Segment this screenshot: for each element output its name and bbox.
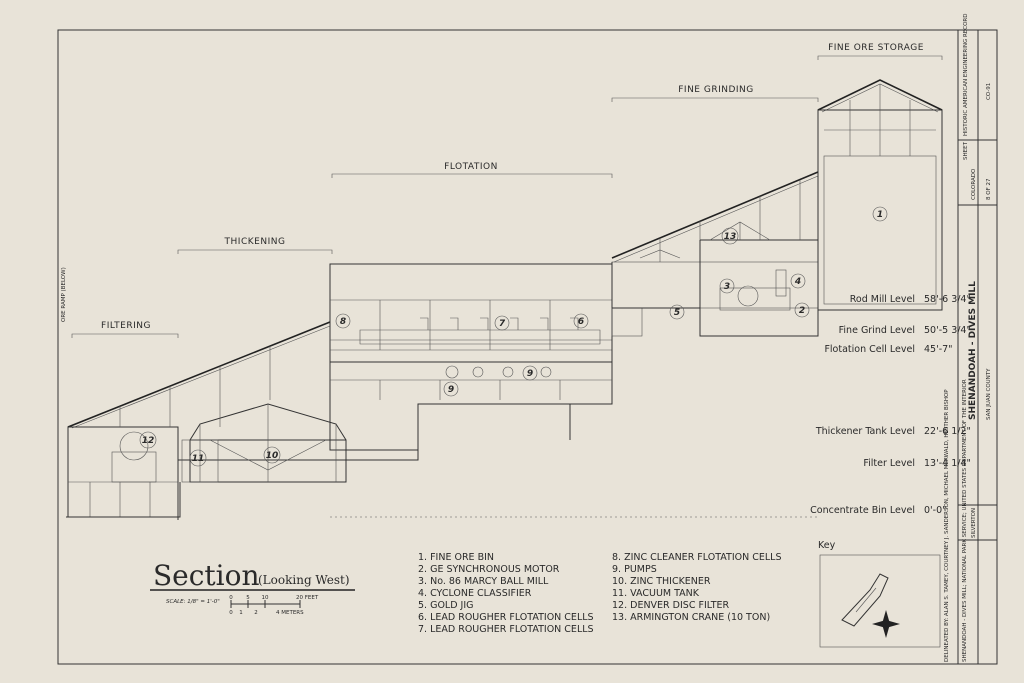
title-main: Section bbox=[153, 559, 260, 592]
level-label-concentrate-bin: Concentrate Bin Level bbox=[810, 505, 915, 516]
feet-tick-5: 5 bbox=[246, 595, 250, 601]
level-value-rod-mill: 58'-6 3/4" bbox=[924, 294, 971, 305]
level-label-fine-grind: Fine Grind Level bbox=[839, 325, 915, 336]
legend-item-9: 9. PUMPS bbox=[612, 564, 657, 575]
legend-item-11: 11. VACUUM TANK bbox=[612, 588, 700, 599]
meter-tick-0: 0 bbox=[229, 610, 233, 616]
section-fine-grinding: FINE GRINDING bbox=[678, 85, 754, 95]
callout-7: 7 bbox=[499, 319, 506, 329]
callout-9b: 9 bbox=[527, 369, 533, 379]
level-labels: Rod Mill Level 58'-6 3/4" Fine Grind Lev… bbox=[810, 294, 971, 516]
section-headers: FINE ORE STORAGE FINE GRINDING FLOTATION… bbox=[71, 43, 943, 338]
callout-9a: 9 bbox=[448, 385, 454, 395]
legend-item-13: 13. ARMINGTON CRANE (10 TON) bbox=[612, 612, 770, 623]
section-flotation: FLOTATION bbox=[444, 162, 498, 172]
section-thickening: THICKENING bbox=[224, 237, 286, 247]
drawing-border bbox=[57, 29, 998, 665]
callout-6: 6 bbox=[578, 317, 584, 327]
title-block: SHENANDOAH - DIVES MILL SAN JUAN COUNTY … bbox=[944, 14, 997, 664]
title-block-record: HISTORIC AMERICAN ENGINEERING RECORD bbox=[963, 14, 969, 137]
legend-item-8: 8. ZINC CLEANER FLOTATION CELLS bbox=[612, 552, 782, 563]
legend-item-2: 2. GE SYNCHRONOUS MOTOR bbox=[418, 564, 560, 575]
level-value-flotation-cell: 45'-7" bbox=[924, 344, 953, 355]
callout-5: 5 bbox=[674, 308, 680, 318]
callout-8: 8 bbox=[340, 317, 346, 327]
title-block-sheet-label: SHEET bbox=[963, 141, 969, 160]
legend-item-1: 1. FINE ORE BIN bbox=[418, 552, 494, 563]
callout-11: 11 bbox=[192, 454, 205, 464]
meter-tick-2: 2 bbox=[254, 610, 258, 616]
section-fine-ore-storage: FINE ORE STORAGE bbox=[828, 43, 924, 53]
key-map: Key bbox=[818, 540, 941, 648]
level-value-fine-grind: 50'-5 3/4" bbox=[924, 325, 971, 336]
callout-3: 3 bbox=[724, 282, 730, 292]
title-block-county: SAN JUAN COUNTY bbox=[986, 368, 992, 420]
title-block-town: SILVERTON bbox=[971, 508, 977, 538]
drawing-title: Section (Looking West) SCALE: 1/8" = 1'-… bbox=[150, 559, 355, 616]
level-value-filter: 13'-4 1/4" bbox=[924, 458, 971, 469]
scale-label: SCALE: 1/8" = 1'-0" bbox=[166, 599, 220, 605]
title-block-mill: SHENANDOAH - DIVES MILL bbox=[968, 281, 978, 420]
feet-tick-20: 20 FEET bbox=[296, 595, 319, 601]
legend-item-7: 7. LEAD ROUGHER FLOTATION CELLS bbox=[418, 624, 594, 635]
legend-item-3: 3. No. 86 MARCY BALL MILL bbox=[418, 576, 549, 587]
legend-item-12: 12. DENVER DISC FILTER bbox=[612, 600, 730, 611]
title-sub: (Looking West) bbox=[258, 573, 350, 587]
level-value-concentrate-bin: 0'-0" bbox=[924, 505, 947, 516]
meter-tick-1: 1 bbox=[239, 610, 243, 616]
feet-tick-0: 0 bbox=[229, 595, 233, 601]
level-value-thickener-tank: 22'-6 1/2" bbox=[924, 426, 971, 437]
callout-12: 12 bbox=[142, 436, 155, 446]
title-block-agency: SHENANDOAH - DIVES MILL; NATIONAL PARK S… bbox=[962, 379, 968, 662]
legend-item-5: 5. GOLD JIG bbox=[418, 600, 474, 611]
callout-2: 2 bbox=[799, 306, 805, 316]
title-block-state: COLORADO bbox=[971, 168, 977, 200]
equipment-callouts: 1 2 3 4 5 6 7 8 9 9 10 11 12 13 bbox=[139, 206, 888, 467]
callout-1: 1 bbox=[877, 210, 883, 220]
ore-ramp-label: ORE RAMP (BELOW) bbox=[61, 267, 67, 322]
equipment-legend: 1. FINE ORE BIN 2. GE SYNCHRONOUS MOTOR … bbox=[418, 552, 782, 635]
legend-item-4: 4. CYCLONE CLASSIFIER bbox=[418, 588, 532, 599]
key-label: Key bbox=[818, 540, 836, 551]
scale-bar: 0 5 10 20 FEET 0 1 2 4 METERS bbox=[229, 595, 319, 616]
mill-section-drawing bbox=[66, 79, 943, 520]
title-block-delineator: DELINEATED BY: ALAN S. TAMEY, COURTNEY J… bbox=[944, 389, 950, 662]
level-label-rod-mill: Rod Mill Level bbox=[850, 294, 915, 305]
title-block-sheet-no: 8 OF 27 bbox=[986, 178, 992, 200]
meter-tick-4: 4 METERS bbox=[276, 610, 304, 616]
callout-4: 4 bbox=[794, 277, 801, 287]
legend-item-10: 10. ZINC THICKENER bbox=[612, 576, 711, 587]
feet-tick-10: 10 bbox=[262, 595, 269, 601]
legend-item-6: 6. LEAD ROUGHER FLOTATION CELLS bbox=[418, 612, 594, 623]
level-label-flotation-cell: Flotation Cell Level bbox=[824, 344, 915, 355]
callout-13: 13 bbox=[724, 232, 737, 242]
level-label-thickener-tank: Thickener Tank Level bbox=[815, 426, 915, 437]
callout-10: 10 bbox=[266, 451, 279, 461]
title-block-record-no: CO-91 bbox=[986, 83, 992, 100]
north-arrow-icon bbox=[872, 610, 900, 638]
section-filtering: FILTERING bbox=[101, 321, 151, 331]
level-label-filter: Filter Level bbox=[863, 458, 915, 469]
